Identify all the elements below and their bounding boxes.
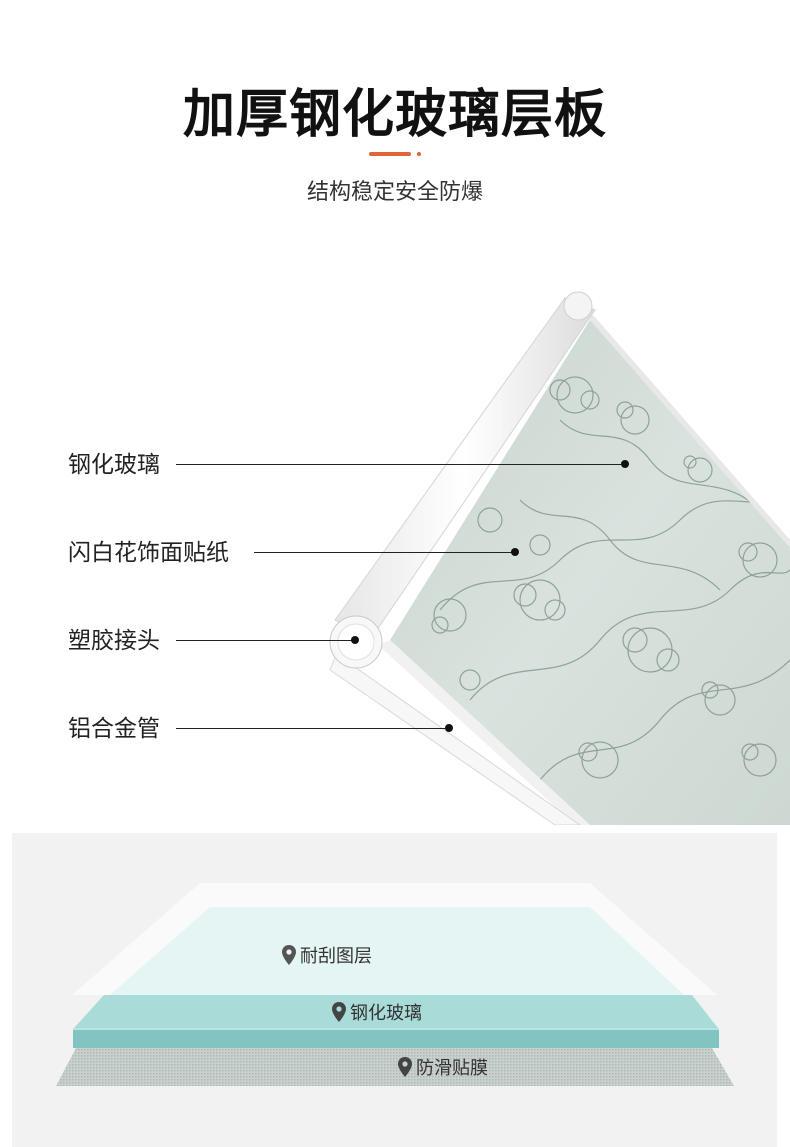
callout-dot: [621, 460, 629, 468]
anti-slip-film-layer: [56, 1048, 734, 1086]
location-pin-icon: [332, 1002, 346, 1022]
callout-label: 塑胶接头: [68, 628, 160, 654]
callout-line: [176, 464, 624, 465]
location-pin-icon: [398, 1057, 412, 1077]
layers-illustration: [56, 883, 734, 1086]
callout-line: [254, 552, 514, 553]
callout-line: [176, 728, 448, 729]
callout-dot: [445, 724, 453, 732]
layer-label-antislip: 防滑贴膜: [398, 1054, 488, 1080]
callout-dot: [351, 636, 359, 644]
callout-line: [176, 640, 354, 641]
callout-label: 铝合金管: [68, 716, 160, 742]
accent-dot: [417, 152, 421, 156]
page-subtitle: 结构稳定安全防爆: [306, 180, 483, 205]
layer-label-text: 耐刮图层: [300, 946, 372, 967]
layer-label-text: 防滑贴膜: [416, 1058, 488, 1079]
tempered-glass-layer-front: [73, 1028, 719, 1048]
glass-shelf-illustration: [329, 291, 790, 825]
callout-label: 钢化玻璃: [68, 452, 160, 478]
tempered-glass-layer-top: [74, 995, 718, 1028]
callout-label: 闪白花饰面贴纸: [68, 540, 229, 566]
page-title: 加厚钢化玻璃层板: [182, 85, 607, 145]
layer-label-scratch: 耐刮图层: [282, 942, 372, 968]
layers-panel: 耐刮图层 钢化玻璃 防滑贴膜: [12, 833, 777, 1147]
floral-pattern: [431, 376, 790, 781]
location-pin-icon: [282, 945, 296, 965]
accent-bar: [369, 152, 411, 156]
scratch-resistant-layer: [110, 907, 684, 995]
layer-label-glass: 钢化玻璃: [332, 999, 422, 1025]
layer-label-text: 钢化玻璃: [350, 1003, 422, 1024]
callout-dot: [511, 548, 519, 556]
glass-panel: [390, 315, 790, 825]
